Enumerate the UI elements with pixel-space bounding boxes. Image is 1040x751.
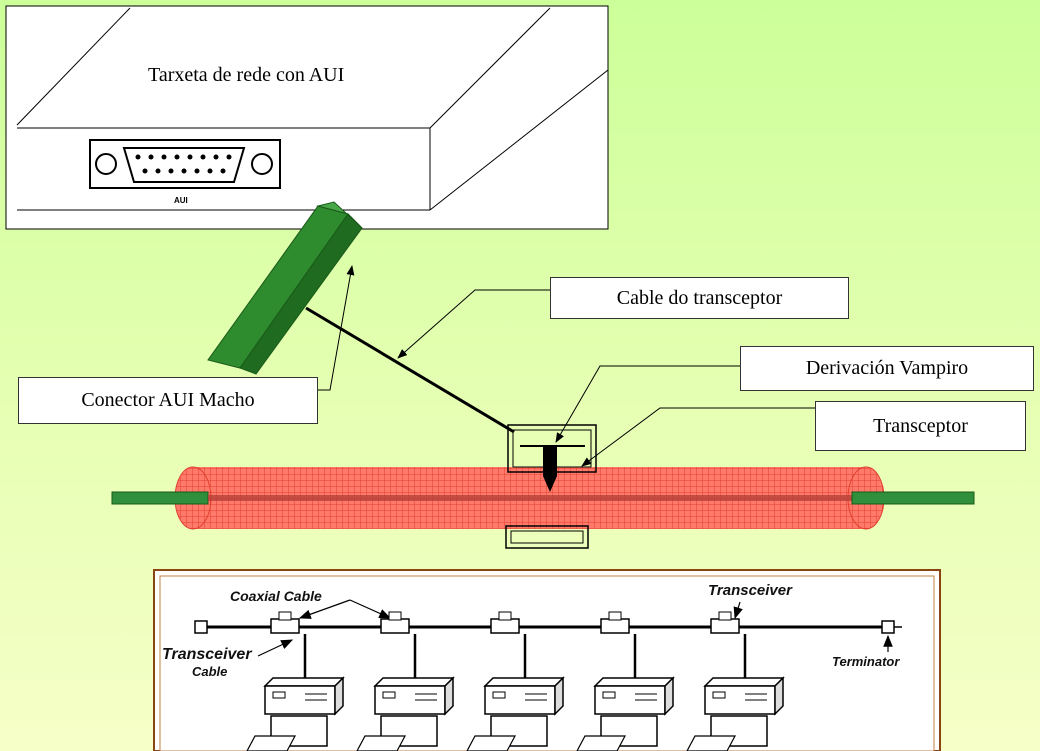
callout-lines: [318, 265, 815, 467]
sketch-transceiver-left: Transceiver: [162, 646, 252, 663]
workstation: [466, 611, 565, 751]
aui-port-icon: [89, 139, 281, 189]
workstation: [246, 611, 345, 751]
sketch-terminator: Terminator: [832, 654, 900, 669]
label-transceiver: Transceptor: [815, 401, 1026, 451]
workstation: [686, 611, 785, 751]
sketch-transceiver-top: Transceiver: [708, 582, 792, 599]
sketch-coaxial-cable: Coaxial Cable: [230, 588, 322, 604]
transceiver-housing: [507, 424, 597, 492]
coaxial-cable: [111, 466, 975, 530]
label-transceiver-cable: Cable do transceptor: [550, 277, 849, 319]
transceiver-cable-line: [305, 306, 515, 434]
label-aui-male-connector: Conector AUI Macho: [18, 377, 318, 424]
transceiver-bottom-clamp: [505, 525, 589, 549]
sketch-cable: Cable: [192, 664, 228, 679]
nic-title: Tarxeta de rede con AUI: [148, 64, 345, 86]
workstation: [356, 611, 455, 751]
workstations: [246, 611, 785, 751]
network-card-illustration: [5, 5, 609, 230]
aui-male-connector: [207, 201, 363, 375]
aui-port-label: AUI: [174, 196, 188, 205]
label-vampire-tap: Derivación Vampiro: [740, 346, 1034, 391]
workstation: [576, 611, 675, 751]
